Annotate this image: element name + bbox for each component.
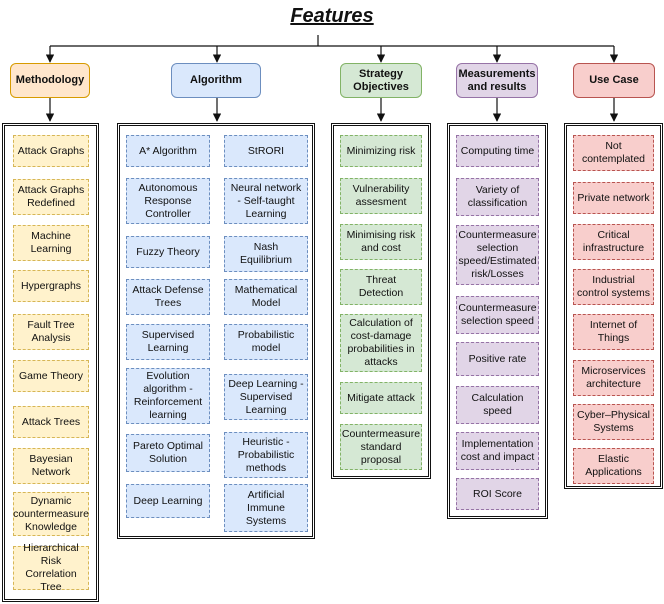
- list-item: Supervised Learning: [126, 324, 210, 360]
- header-measurements-results: Measurements and results: [456, 63, 538, 98]
- list-item: Pareto Optimal Solution: [126, 434, 210, 472]
- list-item: Dynamic countermeasure Knowledge: [13, 492, 89, 536]
- list-item: Artificial Immune Systems: [224, 484, 308, 532]
- list-item: Probabilistic model: [224, 324, 308, 360]
- list-item: Mathematical Model: [224, 279, 308, 315]
- header-use-case: Use Case: [573, 63, 655, 98]
- list-item: Countermeasure selection speed/Estimated…: [456, 225, 539, 285]
- list-item: Hierarchical Risk Correlation Tree: [13, 542, 89, 593]
- list-item: Attack Defense Trees: [126, 279, 210, 315]
- list-item: Threat Detection: [340, 269, 422, 305]
- list-item: Calculation speed: [456, 386, 539, 424]
- list-item: Deep Learning: [126, 484, 210, 518]
- header-algorithm: Algorithm: [171, 63, 261, 98]
- use-case-column: Not contemplated Private network Critica…: [564, 123, 663, 489]
- list-item: Calculation of cost-damage probabilities…: [340, 314, 422, 372]
- methodology-column: Attack Graphs Attack Graphs Redefined Ma…: [2, 123, 99, 602]
- list-item: Attack Graphs Redefined: [13, 179, 89, 215]
- header-strategy-objectives: Strategy Objectives: [340, 63, 422, 98]
- list-item: Machine Learning: [13, 225, 89, 261]
- list-item: Attack Graphs: [13, 135, 89, 167]
- list-item: Game Theory: [13, 360, 89, 392]
- list-item: Vulnerability assesment: [340, 178, 422, 214]
- measurements-results-column: Computing time Variety of classification…: [447, 123, 548, 519]
- list-item: Mitigate attack: [340, 382, 422, 414]
- header-methodology: Methodology: [10, 63, 90, 98]
- list-item: Private network: [573, 182, 654, 214]
- list-item: Internet of Things: [573, 314, 654, 350]
- list-item: Variety of classification: [456, 178, 539, 216]
- list-item: A* Algorithm: [126, 135, 210, 167]
- list-item: Microservices architecture: [573, 360, 654, 396]
- list-item: Not contemplated: [573, 135, 654, 171]
- list-item: Heuristic - Probabilistic methods: [224, 432, 308, 478]
- list-item: Hypergraphs: [13, 270, 89, 302]
- list-item: Cyber–Physical Systems: [573, 404, 654, 440]
- list-item: Fuzzy Theory: [126, 236, 210, 268]
- list-item: Countermeasure selection speed: [456, 296, 539, 334]
- list-item: Deep Learning - Supervised Learning: [224, 374, 308, 420]
- list-item: Attack Trees: [13, 406, 89, 438]
- list-item: Neural network - Self-taught Learning: [224, 178, 308, 224]
- list-item: Countermeasure standard proposal: [340, 424, 422, 470]
- list-item: Minimising risk and cost: [340, 224, 422, 260]
- list-item: StRORI: [224, 135, 308, 167]
- list-item: ROI Score: [456, 478, 539, 510]
- list-item: Implementation cost and impact: [456, 432, 539, 470]
- diagram-title: Features: [290, 5, 374, 27]
- list-item: Bayesian Network: [13, 448, 89, 484]
- list-item: Evolution algorithm - Reinforcement lear…: [126, 368, 210, 424]
- list-item: Positive rate: [456, 342, 539, 376]
- list-item: Fault Tree Analysis: [13, 314, 89, 350]
- strategy-objectives-column: Minimizing risk Vulnerability assesment …: [331, 123, 431, 479]
- list-item: Elastic Applications: [573, 448, 654, 484]
- list-item: Autonomous Response Controller: [126, 178, 210, 224]
- algorithm-column: A* Algorithm Autonomous Response Control…: [117, 123, 315, 539]
- list-item: Industrial control systems: [573, 269, 654, 305]
- list-item: Nash Equilibrium: [224, 236, 308, 272]
- list-item: Critical infrastructure: [573, 224, 654, 260]
- list-item: Computing time: [456, 135, 539, 167]
- list-item: Minimizing risk: [340, 135, 422, 167]
